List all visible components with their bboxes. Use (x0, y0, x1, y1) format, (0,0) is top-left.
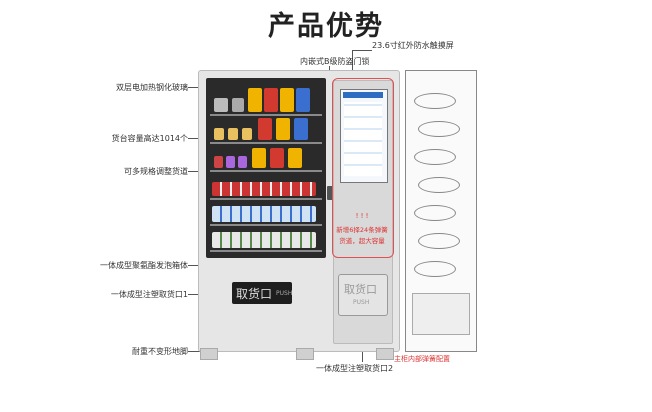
rack-bottom (412, 293, 470, 335)
screen-header (343, 92, 383, 98)
product-item (214, 98, 228, 112)
label-door-lock: 内嵌式B级防盗门锁 (300, 57, 370, 66)
product-item (232, 98, 244, 112)
product-item (296, 88, 310, 112)
product-item (214, 128, 224, 140)
machine-foot (376, 348, 394, 360)
spring-coil (418, 233, 460, 249)
touch-screen[interactable] (340, 89, 388, 183)
glass-door (206, 78, 326, 258)
label-glass: 双层电加热钢化玻璃 (116, 83, 188, 92)
product-item (280, 88, 294, 112)
label-touchscreen: 23.6寸红外防水触摸屏 (372, 41, 454, 50)
shelf (210, 224, 322, 226)
product-item (238, 156, 247, 168)
page-title: 产品优势 (268, 11, 384, 42)
product-item (288, 148, 302, 168)
pickup-push: PUSH (276, 290, 293, 297)
inner-rack (405, 70, 477, 352)
product-item (228, 128, 238, 140)
product-item (226, 156, 235, 168)
product-item (258, 118, 272, 140)
product-row-bottles (212, 232, 316, 248)
product-item (276, 118, 290, 140)
highlight-box (332, 78, 394, 258)
spring-coil (414, 205, 456, 221)
spring-coil (418, 121, 460, 137)
shelf (210, 170, 322, 172)
product-item (294, 118, 308, 140)
product-item (252, 148, 266, 168)
pickup-port-2[interactable]: 取货口 PUSH (338, 274, 388, 316)
panel-exclaim: ! ! ! (355, 212, 369, 220)
spring-coil (414, 149, 456, 165)
product-row-cans (212, 182, 316, 196)
pickup-label: 取货口 (236, 287, 273, 301)
spring-coil (414, 261, 456, 277)
rack-caption: 主柜内部弹簧配置 (394, 355, 450, 363)
shelf (210, 198, 322, 200)
spring-coil (414, 93, 456, 109)
product-item (214, 156, 223, 168)
spring-coil (418, 177, 460, 193)
panel-text-1: 新增6择24条弹簧 (336, 226, 388, 234)
product-item (242, 128, 252, 140)
pickup-port-1[interactable]: 取货口 PUSH (232, 282, 292, 304)
label-pickup-2: 一体成型注塑取货口2 (316, 364, 394, 373)
label-foam-body: 一体成型聚氨酯发泡箱体 (100, 261, 188, 270)
product-item (248, 88, 262, 112)
pickup-push: PUSH (353, 299, 370, 306)
machine-foot (200, 348, 218, 360)
label-pickup-1: 一体成型注塑取货口1 (110, 290, 188, 299)
shelf (210, 250, 322, 252)
label-feet: 耐重不变形地脚 (132, 347, 188, 356)
pickup-label: 取货口 (344, 283, 377, 296)
lock-icon (327, 186, 333, 200)
screen-product-grid (344, 102, 382, 176)
shelf (210, 114, 322, 116)
leader-line (352, 50, 372, 51)
label-capacity: 货台容量高达1014个 (111, 134, 188, 143)
panel-text-2: 货道，超大容量 (339, 237, 385, 245)
product-item (264, 88, 278, 112)
label-adjustable: 可多规格调整货道 (124, 167, 188, 176)
shelf (210, 142, 322, 144)
product-row-bottles (212, 206, 316, 222)
product-item (270, 148, 284, 168)
machine-foot (296, 348, 314, 360)
